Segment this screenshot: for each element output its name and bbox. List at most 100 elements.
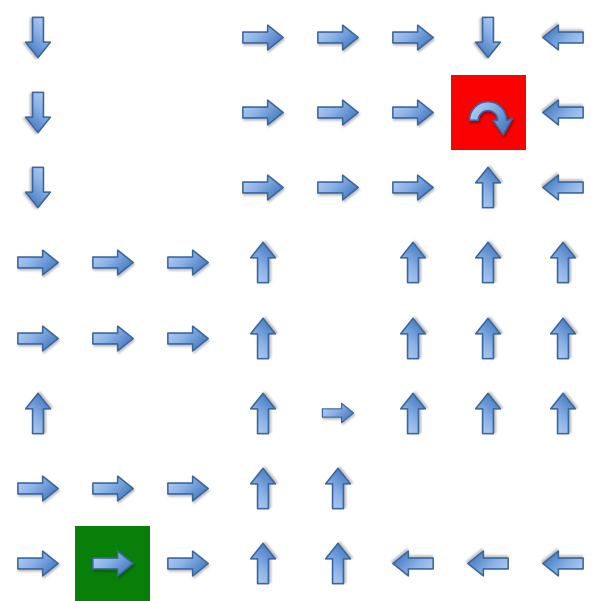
down-arrow-icon [475, 16, 502, 59]
up-arrow-icon [400, 317, 427, 359]
grid-cell-r3c7 [526, 225, 601, 300]
grid-cell-r4c7 [526, 301, 601, 376]
grid-cell-r0c2 [150, 0, 225, 75]
grid-cell-r1c3 [225, 75, 300, 150]
grid-cell-r1c1 [75, 75, 150, 150]
right-arrow-icon [166, 249, 209, 277]
grid-cell-r5c7 [526, 376, 601, 451]
grid-cell-r2c6 [451, 150, 526, 225]
left-arrow-icon [392, 550, 435, 577]
left-arrow-icon [467, 550, 510, 577]
down-arrow-icon [24, 16, 51, 59]
grid-cell-r4c4 [301, 301, 376, 376]
grid-cell-r5c1 [75, 376, 150, 451]
right-arrow-icon [91, 324, 134, 352]
right-arrow-icon [166, 475, 209, 502]
grid-cell-r4c1 [75, 301, 150, 376]
grid-cell-r3c4 [301, 225, 376, 300]
right-arrow-icon [166, 550, 209, 577]
start-cell [75, 525, 151, 601]
right-arrow-icon [242, 99, 284, 126]
grid-cell-r2c0 [0, 150, 75, 225]
grid-cell-r7c4 [301, 526, 376, 601]
grid-cell-r3c2 [150, 225, 225, 300]
down-arrow-icon [24, 91, 51, 134]
right-arrow-icon [16, 550, 59, 577]
grid-cell-r6c2 [150, 451, 225, 526]
grid-cell-r5c6 [451, 376, 526, 451]
grid-cell-r4c2 [150, 301, 225, 376]
grid-cell-r3c1 [75, 225, 150, 300]
grid-cell-r5c2 [150, 376, 225, 451]
left-arrow-icon [542, 550, 585, 577]
right-arrow-icon [317, 174, 359, 201]
up-arrow-icon [475, 317, 502, 359]
right-arrow-icon [242, 24, 284, 51]
right-arrow-icon [321, 402, 355, 424]
grid-cell-r5c3 [225, 376, 300, 451]
up-arrow-icon [550, 392, 577, 435]
u-turn-arrow-icon [468, 100, 514, 136]
up-arrow-icon [249, 542, 277, 585]
grid-cell-r6c5 [376, 451, 451, 526]
grid-cell-r6c4 [301, 451, 376, 526]
grid-cell-r5c4 [301, 376, 376, 451]
grid-cell-r4c3 [225, 301, 300, 376]
grid-cell-r3c3 [225, 225, 300, 300]
up-arrow-icon [475, 392, 502, 435]
grid-cell-r7c7 [526, 526, 601, 601]
up-arrow-icon [324, 467, 352, 510]
grid-cell-r1c2 [150, 75, 225, 150]
up-arrow-icon [550, 242, 577, 284]
left-arrow-icon [542, 99, 585, 126]
right-arrow-icon [392, 24, 435, 51]
grid-cell-r4c5 [376, 301, 451, 376]
grid-cell-r7c2 [150, 526, 225, 601]
grid-cell-r3c6 [451, 225, 526, 300]
right-arrow-icon [91, 249, 134, 277]
right-arrow-icon [91, 550, 134, 577]
right-arrow-icon [317, 24, 359, 51]
up-arrow-icon [475, 166, 502, 209]
grid-cell-r1c7 [526, 75, 601, 150]
right-arrow-icon [317, 99, 359, 126]
right-arrow-icon [16, 324, 59, 352]
left-arrow-icon [542, 174, 585, 201]
grid-cell-r6c0 [0, 451, 75, 526]
up-arrow-icon [475, 242, 502, 284]
grid-cell-r2c2 [150, 150, 225, 225]
up-arrow-icon [324, 542, 352, 585]
right-arrow-icon [392, 99, 435, 126]
grid-cell-r1c4 [301, 75, 376, 150]
grid-cell-r0c5 [376, 0, 451, 75]
grid-cell-r7c5 [376, 526, 451, 601]
grid-cell-r0c6 [451, 0, 526, 75]
up-arrow-icon [400, 392, 427, 435]
grid-cell-r7c0 [0, 526, 75, 601]
up-arrow-icon [24, 392, 51, 435]
grid-cell-r1c5 [376, 75, 451, 150]
grid-cell-r2c5 [376, 150, 451, 225]
right-arrow-icon [16, 475, 59, 502]
grid-cell-r6c3 [225, 451, 300, 526]
grid-cell-r4c0 [0, 301, 75, 376]
grid-cell-r7c6 [451, 526, 526, 601]
left-arrow-icon [542, 24, 585, 51]
grid-cell-r0c1 [75, 0, 150, 75]
terminal-cell [450, 75, 526, 151]
right-arrow-icon [392, 174, 435, 201]
grid-cell-r6c7 [526, 451, 601, 526]
up-arrow-icon [400, 242, 427, 284]
grid-cell-r1c0 [0, 75, 75, 150]
grid-cell-r0c7 [526, 0, 601, 75]
right-arrow-icon [242, 174, 284, 201]
grid-cell-r6c6 [451, 451, 526, 526]
right-arrow-icon [16, 249, 59, 277]
grid-cell-r2c7 [526, 150, 601, 225]
grid-cell-r0c0 [0, 0, 75, 75]
grid-cell-r2c3 [225, 150, 300, 225]
up-arrow-icon [249, 392, 277, 435]
grid-cell-r2c1 [75, 150, 150, 225]
